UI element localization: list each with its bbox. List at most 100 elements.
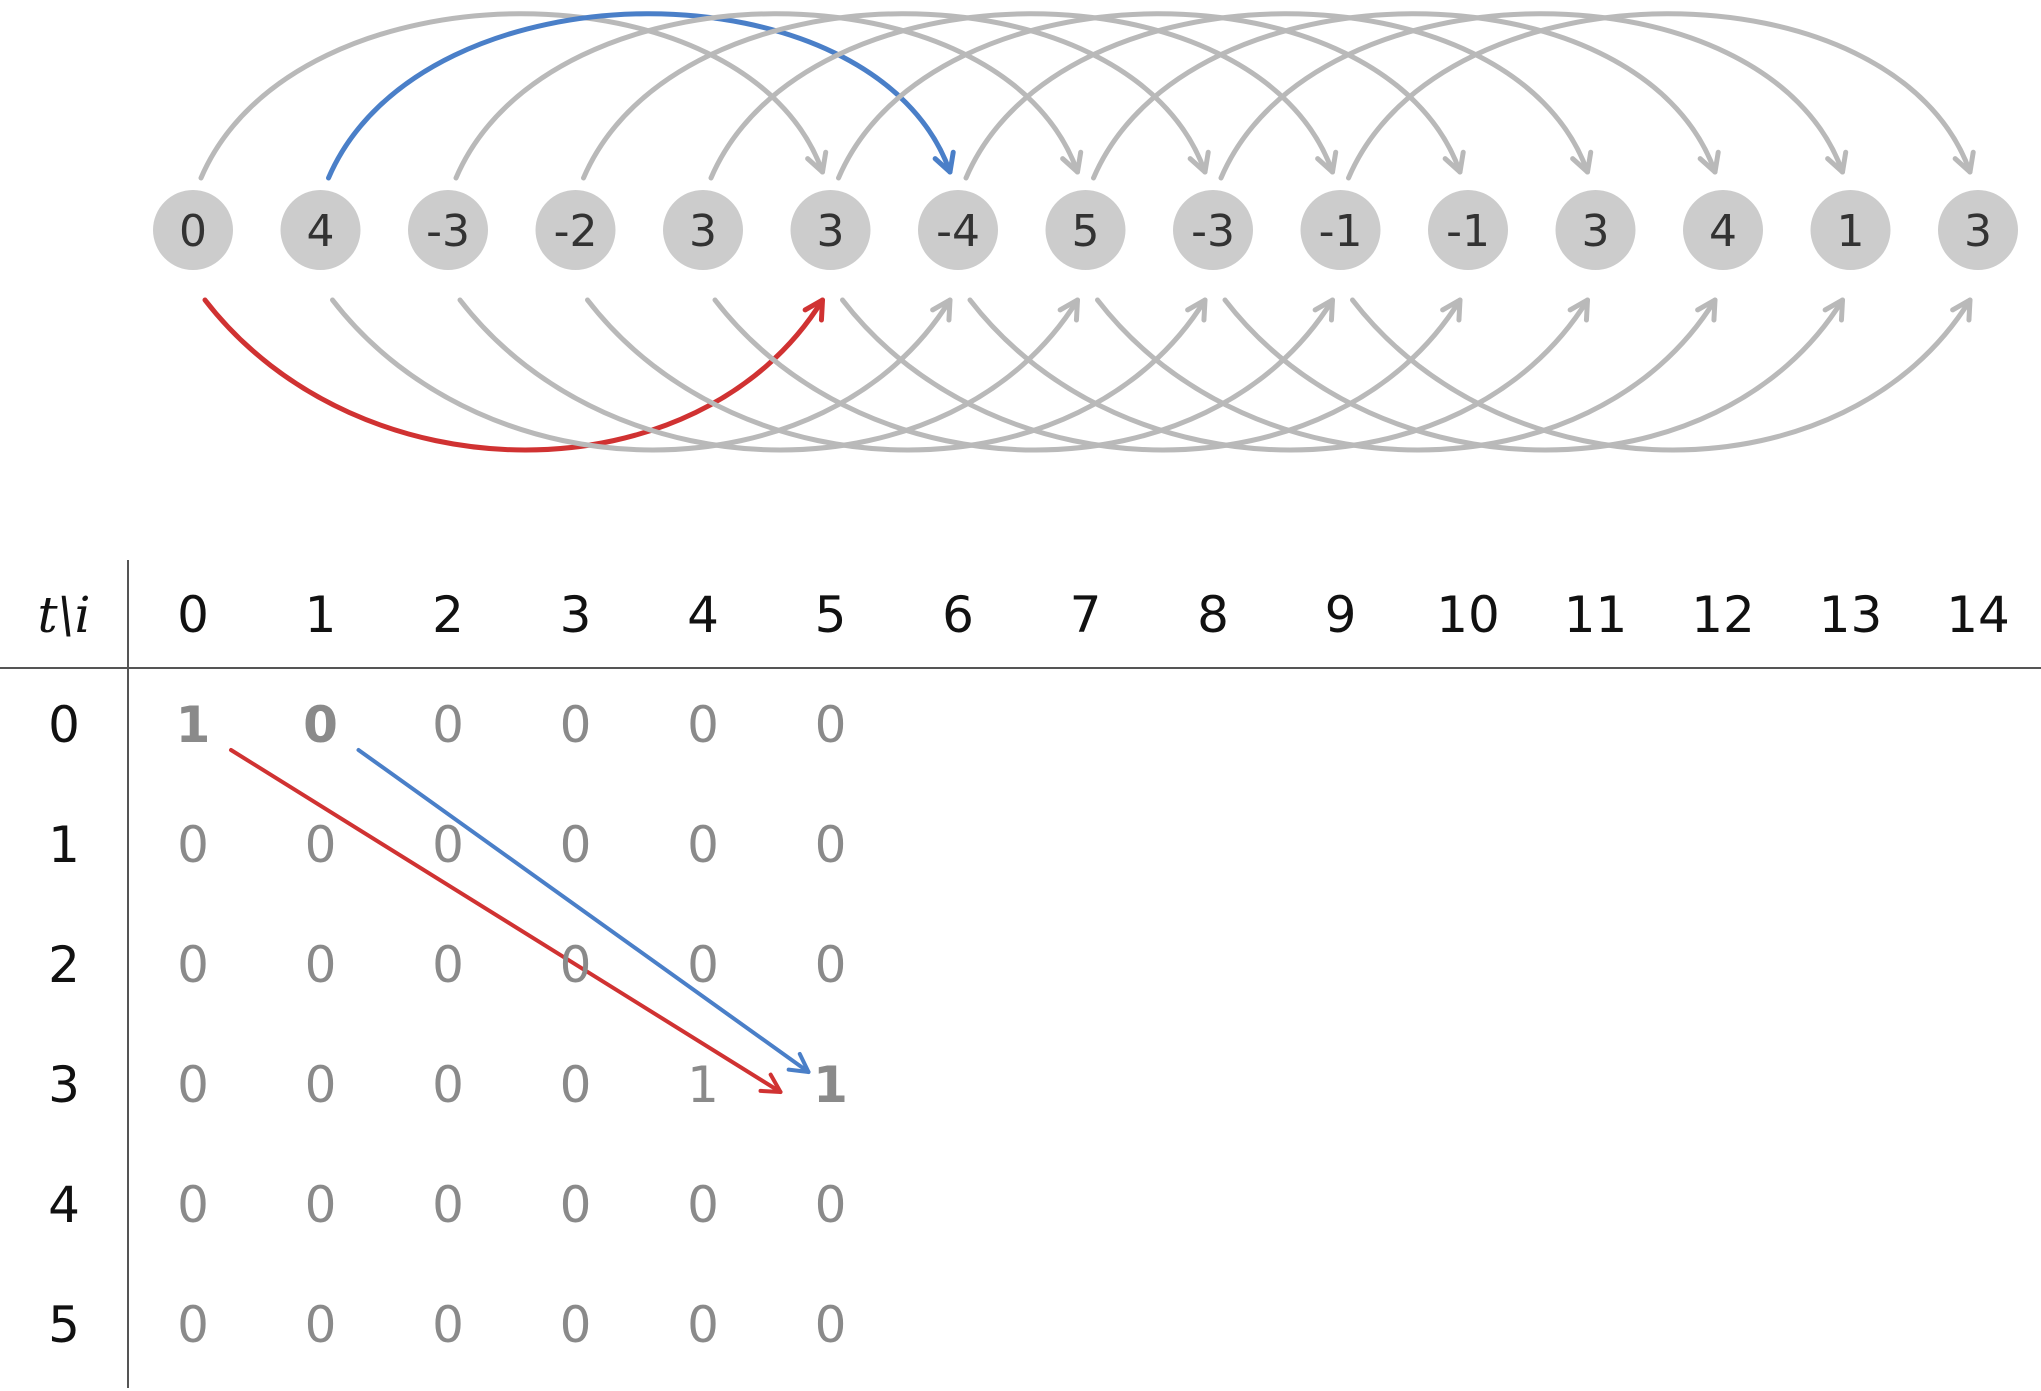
node-circle bbox=[1045, 190, 1126, 270]
column-header: 0 bbox=[177, 586, 209, 644]
bottom-arc bbox=[457, 297, 1080, 453]
arc-layer bbox=[198, 11, 1976, 453]
node-value: 4 bbox=[1709, 206, 1737, 257]
arc-arrowhead bbox=[1315, 149, 1339, 175]
node-circle bbox=[535, 190, 616, 270]
sequence-node: 0 bbox=[153, 190, 233, 270]
table-cell: 0 bbox=[687, 1176, 719, 1234]
column-header: 4 bbox=[687, 586, 719, 644]
sequence-node: 4 bbox=[280, 190, 361, 270]
table-cell: 0 bbox=[177, 1056, 209, 1114]
arc-arrowhead bbox=[805, 149, 829, 175]
node-value: 5 bbox=[1072, 206, 1100, 257]
arc-arrowhead bbox=[802, 297, 825, 323]
table-cell: 0 bbox=[560, 696, 592, 754]
arc-arrowhead bbox=[1187, 149, 1211, 175]
column-header: 2 bbox=[432, 586, 464, 644]
sequence-node: -1 bbox=[1428, 190, 1508, 270]
arc-arrowhead bbox=[1057, 297, 1080, 323]
table-cell: 0 bbox=[815, 1296, 847, 1354]
sequence-node: 3 bbox=[663, 190, 743, 270]
table-cell: 0 bbox=[432, 1056, 464, 1114]
arc-arrowhead bbox=[1442, 149, 1466, 175]
table-cell-highlight: 0 bbox=[303, 696, 338, 754]
cell-arrowhead bbox=[758, 1072, 783, 1094]
table-cell: 0 bbox=[687, 936, 719, 994]
top-arc bbox=[836, 11, 1463, 181]
node-value: -1 bbox=[1446, 206, 1490, 257]
table-cell: 0 bbox=[815, 816, 847, 874]
arc-arrowhead bbox=[1822, 297, 1845, 323]
sequence-node: -1 bbox=[1300, 190, 1381, 270]
top-arc bbox=[708, 11, 1335, 181]
top-arc bbox=[1091, 11, 1718, 181]
sequence-node: 1 bbox=[1810, 190, 1891, 270]
table-cell: 0 bbox=[687, 1296, 719, 1354]
table-cell: 0 bbox=[432, 936, 464, 994]
arc-arrowhead bbox=[1312, 297, 1335, 323]
arc-arrowhead bbox=[1060, 149, 1084, 175]
arc-arrowhead bbox=[1185, 297, 1208, 323]
node-circle bbox=[1428, 190, 1508, 270]
node-value: 4 bbox=[307, 206, 335, 257]
sequence-node: -3 bbox=[408, 190, 488, 270]
cell-arrow-layer bbox=[229, 748, 811, 1094]
arc-arrowhead bbox=[1825, 149, 1849, 175]
table-cell: 0 bbox=[432, 1176, 464, 1234]
column-header: 14 bbox=[1946, 586, 2010, 644]
table-cell: 0 bbox=[177, 816, 209, 874]
row-header: 1 bbox=[48, 816, 80, 874]
node-value: 0 bbox=[179, 206, 207, 257]
arc-arrowhead bbox=[1695, 297, 1718, 323]
table-cell: 0 bbox=[432, 816, 464, 874]
node-value: -2 bbox=[554, 206, 598, 257]
table-cell: 0 bbox=[432, 696, 464, 754]
table-cell: 0 bbox=[815, 1176, 847, 1234]
bottom-arc bbox=[840, 297, 1463, 453]
top-arc-highlight bbox=[326, 11, 953, 181]
sequence-node: -3 bbox=[1173, 190, 1253, 270]
cell-arrowhead bbox=[786, 1051, 811, 1074]
bottom-arc-highlight bbox=[202, 297, 825, 453]
column-header: 3 bbox=[560, 586, 592, 644]
bottom-arc bbox=[712, 297, 1335, 453]
table-cell: 0 bbox=[815, 936, 847, 994]
top-arc bbox=[1218, 11, 1845, 181]
top-arc bbox=[581, 11, 1208, 181]
top-arc bbox=[453, 11, 1080, 181]
row-header: 4 bbox=[48, 1176, 80, 1234]
arc-arrowhead bbox=[1950, 297, 1973, 323]
table-cell: 0 bbox=[177, 936, 209, 994]
row-header: 2 bbox=[48, 936, 80, 994]
table-cell: 0 bbox=[815, 696, 847, 754]
bottom-arc bbox=[1350, 297, 1973, 453]
node-circle bbox=[1300, 190, 1381, 270]
sequence-node: 4 bbox=[1683, 190, 1763, 270]
column-header: 5 bbox=[815, 586, 847, 644]
cell-arrow bbox=[229, 748, 783, 1094]
table-cell: 0 bbox=[305, 1056, 337, 1114]
column-header: 13 bbox=[1819, 586, 1883, 644]
node-value: 3 bbox=[817, 206, 845, 257]
row-header: 0 bbox=[48, 696, 80, 754]
node-value: -3 bbox=[426, 206, 470, 257]
node-circle bbox=[918, 190, 998, 270]
table-cell: 0 bbox=[560, 816, 592, 874]
node-circle bbox=[790, 190, 871, 270]
column-header: 12 bbox=[1691, 586, 1755, 644]
arc-arrowhead bbox=[1697, 149, 1721, 175]
node-circle bbox=[1810, 190, 1891, 270]
table-cell-highlight: 1 bbox=[176, 696, 211, 754]
table-cell: 0 bbox=[560, 1056, 592, 1114]
table-corner-label: t\i bbox=[38, 586, 91, 644]
node-value: 3 bbox=[1964, 206, 1992, 257]
table-cell: 0 bbox=[687, 816, 719, 874]
arc-arrowhead bbox=[1952, 149, 1976, 175]
table-cell: 0 bbox=[560, 1176, 592, 1234]
arc-arrowhead bbox=[1440, 297, 1463, 323]
